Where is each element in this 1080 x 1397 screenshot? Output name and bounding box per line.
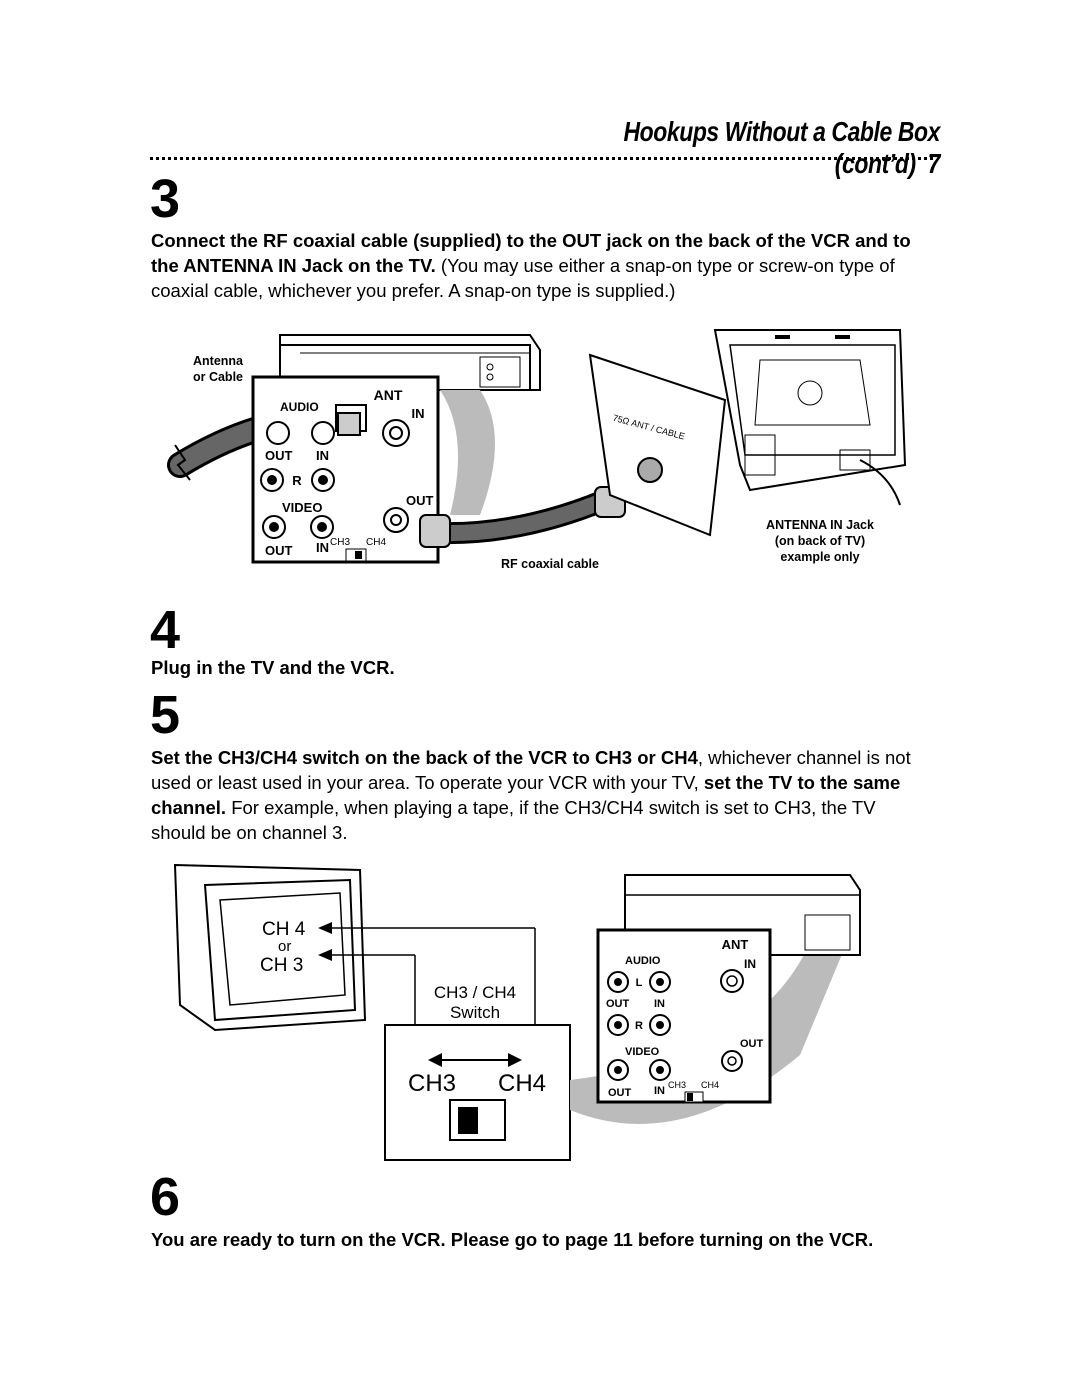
page-number: 7: [927, 148, 941, 179]
step-5-bold2: set the TV to the same channel.: [151, 772, 901, 818]
panel-out2-label: OUT: [406, 493, 434, 508]
step-5-normal1: , whichever channel is not used or least…: [151, 747, 911, 793]
panel-ch3-label: CH3: [330, 537, 350, 548]
rf-coaxial-cable-label: RF coaxial cable: [501, 557, 599, 571]
tv-back-illustration: [713, 329, 907, 506]
step-3-bold: Connect the RF coaxial cable (supplied) …: [151, 230, 911, 276]
panel2-in-label: IN: [744, 957, 756, 971]
panel2-video-label: VIDEO: [625, 1046, 660, 1058]
step-5-text: Set the CH3/CH4 switch on the back of th…: [151, 745, 931, 845]
step-4-number: 4: [150, 600, 181, 660]
tv-front-illustration: [173, 863, 367, 1032]
panel2-out-label: OUT: [606, 998, 630, 1010]
tv-label-line3: example only: [780, 550, 860, 564]
panel-video-label: VIDEO: [282, 500, 322, 515]
step-5-normal2: For example, when playing a tape, if the…: [151, 797, 876, 843]
panel2-audio-label: AUDIO: [625, 955, 661, 967]
dotted-divider: [150, 157, 933, 160]
panel2-ch3-label: CH3: [668, 1080, 686, 1090]
step-6-text: You are ready to turn on the VCR. Please…: [151, 1229, 874, 1250]
tv-antenna-in-label: ANTENNA IN Jack (on back of TV) example …: [740, 517, 900, 565]
switch-label-line1: CH3 / CH4: [434, 983, 516, 1002]
panel-out3-label: OUT: [265, 543, 293, 558]
tv-ch3-text: CH 3: [260, 955, 303, 976]
step-6-number: 6: [150, 1167, 181, 1227]
panel-in2-label: IN: [316, 448, 329, 463]
step-5-bold1: Set the CH3/CH4 switch on the back of th…: [151, 747, 698, 768]
figure-vcr-tv-hookup: ANT IN AUDIO OUT IN R VIDEO OUT OUT IN C…: [167, 329, 907, 564]
step-3-number: 3: [150, 169, 181, 229]
page-title: Hookups Without a Cable Box (cont’d): [623, 116, 940, 179]
panel2-in2-label: IN: [654, 998, 665, 1010]
panel-out-label: OUT: [265, 448, 293, 463]
step-5-number: 5: [150, 685, 181, 745]
panel2-l-label: L: [636, 977, 643, 989]
step-3-text: Connect the RF coaxial cable (supplied) …: [151, 228, 931, 303]
tv-or-text: or: [278, 938, 291, 955]
figure-ch3-ch4-switch: CH 4 or CH 3 CH3 CH4 CH3 / CH4 Switch AN…: [173, 863, 861, 1161]
switch-ch3-label: CH3: [408, 1070, 456, 1097]
panel2-out2-label: OUT: [740, 1038, 764, 1050]
panel2-ant-label: ANT: [722, 937, 749, 952]
panel-ant-label: ANT: [374, 387, 403, 403]
switch-label-line2: Switch: [450, 1003, 500, 1022]
panel-ch4-label: CH4: [366, 537, 386, 548]
panel2-ch4-label: CH4: [701, 1080, 719, 1090]
tv-label-line1: ANTENNA IN Jack: [766, 518, 874, 532]
tv-ch4-text: CH 4: [262, 919, 306, 940]
step-4-text: Plug in the TV and the VCR.: [151, 657, 395, 678]
page-header: Hookups Without a Cable Box (cont’d) 7: [555, 116, 940, 180]
panel2-out3-label: OUT: [608, 1087, 632, 1099]
tv-label-line2: (on back of TV): [774, 534, 866, 548]
panel-audio-label: AUDIO: [280, 400, 319, 414]
panel-in-label: IN: [412, 406, 425, 421]
switch-ch4-label: CH4: [498, 1070, 546, 1097]
step-3-normal: (You may use either a snap-on type or sc…: [151, 255, 895, 301]
panel-in3-label: IN: [316, 540, 329, 555]
panel-r-label: R: [292, 473, 302, 488]
panel2-r-label: R: [635, 1020, 643, 1032]
antenna-or-cable-label: Antenna or Cable: [192, 354, 243, 384]
panel2-in3-label: IN: [654, 1085, 665, 1097]
